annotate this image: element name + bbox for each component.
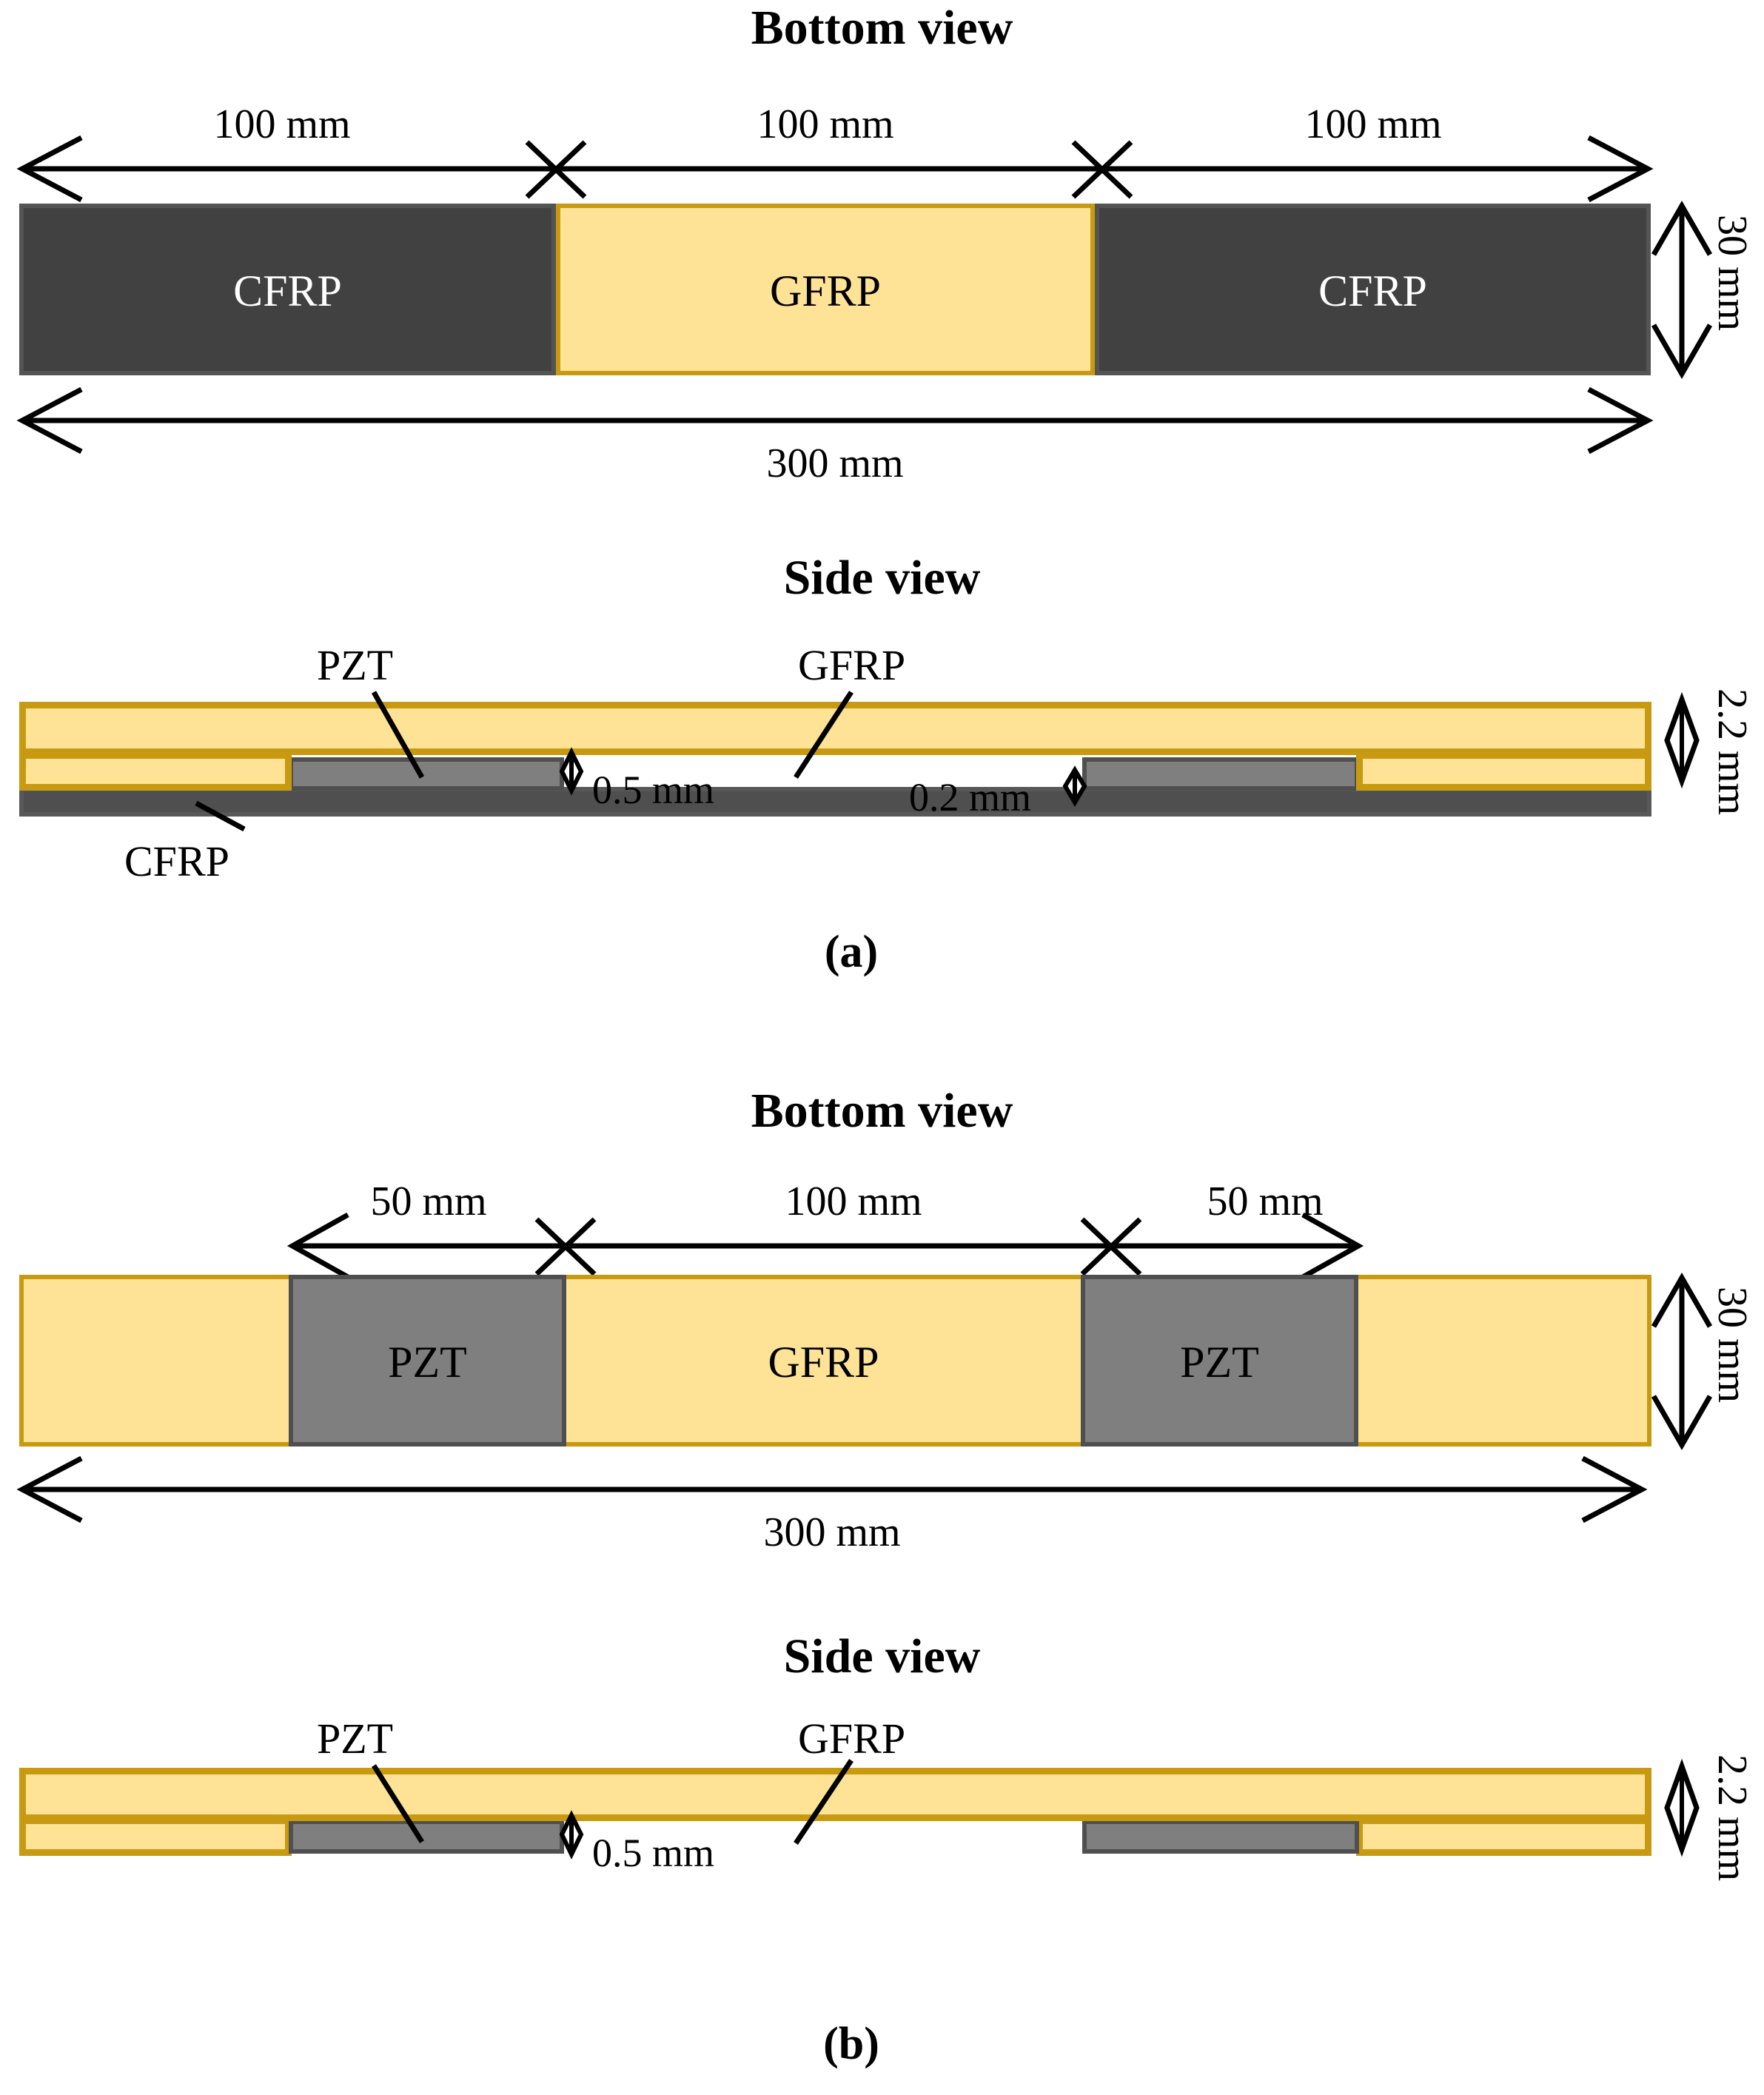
panel-a-side-view-title: Side view xyxy=(783,551,981,605)
panel-a-block-gfrp-center xyxy=(556,204,1095,375)
panel-b-callout-pzt: PZT xyxy=(317,1714,394,1763)
panel-b-segment-2-label: 100 mm xyxy=(785,1179,922,1224)
panel-a-block-cfrp-right xyxy=(1095,204,1651,375)
panel-b-side-gfrp-beam xyxy=(19,1768,1651,1821)
panel-b-segment-1-label: 50 mm xyxy=(370,1179,487,1224)
panel-b-callout-gfrp: GFRP xyxy=(798,1714,906,1763)
panel-a-segment-1-label: 100 mm xyxy=(213,101,351,147)
panel-a-segment-2-label: 100 mm xyxy=(757,101,894,147)
panel-b-caption: (b) xyxy=(823,2019,879,2069)
panel-a-segment-3-label: 100 mm xyxy=(1304,101,1442,147)
panel-b-block-label-2: GFRP xyxy=(768,1338,879,1387)
panel-a-block-label-3: CFRP xyxy=(1318,267,1427,315)
panel-a-caption: (a) xyxy=(824,927,879,977)
panel-b-total-length-label: 300 mm xyxy=(763,1509,901,1555)
panel-b-total-thickness-label: 2.2 mm xyxy=(1709,1754,1755,1882)
panel-a-block-cfrp-left xyxy=(19,204,556,375)
panel-b-block-label-1: PZT xyxy=(388,1338,467,1387)
panel-a-side-gfrp-stub-right xyxy=(1356,752,1651,791)
panel-a-side-pzt-right xyxy=(1082,757,1359,791)
panel-a-block-label-1: CFRP xyxy=(233,267,342,315)
panel-b-bottom-view-title: Bottom view xyxy=(751,1084,1013,1138)
panel-a-side-cfrp-layer xyxy=(19,787,1651,817)
panel-b-thickness-label-05: 0.5 mm xyxy=(592,1831,715,1875)
panel-b-block-pzt-right xyxy=(1081,1275,1358,1447)
panel-b-side-view-title: Side view xyxy=(783,1629,981,1683)
panel-a-total-length-label: 300 mm xyxy=(766,440,904,486)
panel-b-block-label-3: PZT xyxy=(1180,1338,1259,1387)
panel-a-side-pzt-left xyxy=(289,757,564,791)
panel-b-block-pzt-left xyxy=(289,1275,566,1447)
panel-a-callout-cfrp: CFRP xyxy=(124,837,229,885)
panel-a-callout-gfrp: GFRP xyxy=(798,641,906,689)
panel-a-side-gfrp-stub-left xyxy=(19,752,292,791)
panel-b-side-pzt-right xyxy=(1082,1820,1359,1854)
panel-a-thickness-label-02: 0.2 mm xyxy=(909,775,1032,819)
panel-a-side-gfrp-beam xyxy=(19,702,1651,755)
panel-a-bottom-view-title: Bottom view xyxy=(751,1,1013,55)
panel-a-callout-pzt: PZT xyxy=(317,641,394,689)
panel-a-thickness-label-05: 0.5 mm xyxy=(592,768,715,812)
panel-a-block-label-2: GFRP xyxy=(769,267,882,315)
